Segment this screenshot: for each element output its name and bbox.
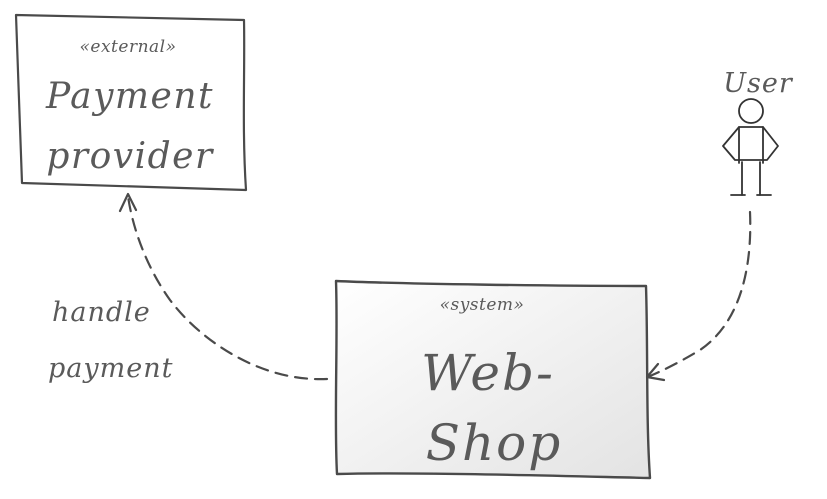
- user-to-webshop-line: [648, 210, 752, 378]
- web-shop-stereotype: «system»: [440, 295, 525, 315]
- user-to-webshop-edge[interactable]: [645, 210, 752, 382]
- payment-provider-title-line2: provider: [46, 136, 214, 177]
- payment-provider-stereotype: «external»: [80, 37, 177, 57]
- web-shop-title-line1: Web-: [421, 344, 555, 402]
- payment-provider-box: [14, 13, 248, 192]
- open-arrowhead-icon: [118, 192, 138, 213]
- user-label: User: [723, 68, 794, 99]
- stick-figure-icon: [722, 98, 779, 196]
- user-actor[interactable]: User: [722, 68, 794, 196]
- web-shop-title-line2: Shop: [426, 414, 563, 472]
- edge-label-line1: handle: [52, 297, 151, 328]
- payment-provider-node[interactable]: «external» Payment provider: [14, 13, 248, 192]
- web-shop-box: [334, 279, 652, 480]
- payment-provider-title-line1: Payment: [45, 76, 214, 117]
- webshop-to-payment-edge[interactable]: handle payment: [48, 192, 329, 384]
- open-arrowhead-icon: [645, 362, 666, 382]
- webshop-to-payment-line: [126, 194, 329, 381]
- web-shop-node[interactable]: «system» Web- Shop: [334, 279, 652, 480]
- edge-label-line2: payment: [48, 353, 173, 384]
